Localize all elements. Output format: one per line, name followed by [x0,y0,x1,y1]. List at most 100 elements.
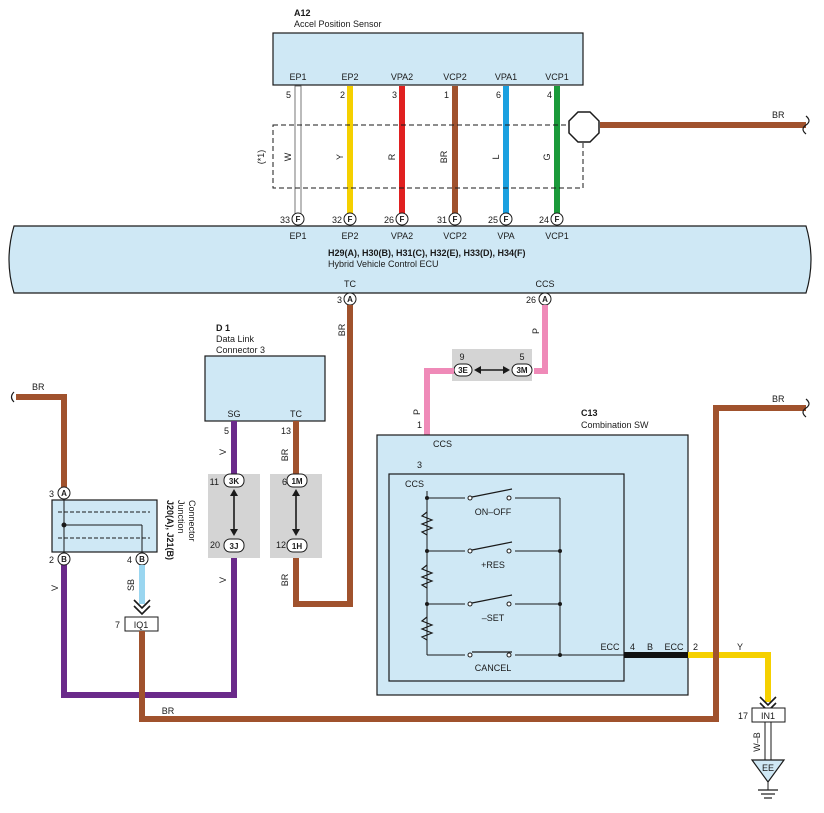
switch-contacts [425,488,562,659]
sensor-pin-number: 3 [392,90,397,100]
combination-sw-ccs-label: CCS [433,439,452,449]
ecu-name: Hybrid Vehicle Control ECU [328,259,439,269]
arrow-down-icon [230,529,238,536]
sensor-pin-label: VCP2 [443,72,467,82]
svg-text:TC: TC [290,409,302,419]
svg-text:5: 5 [519,352,524,362]
svg-text:V: V [218,449,228,455]
svg-text:3M: 3M [516,366,527,375]
dlc-code: D 1 [216,323,230,333]
svg-text:A: A [542,295,548,304]
svg-text:1H: 1H [292,542,302,551]
dlc-box [204,355,326,422]
sensor-box [272,32,584,86]
junction-name-1: Junction [176,500,186,534]
svg-text:VCP2: VCP2 [443,231,467,241]
junction-name-2: Connector [187,500,197,542]
svg-text:2: 2 [693,642,698,652]
svg-text:V: V [50,585,60,591]
svg-text:VCP1: VCP1 [545,231,569,241]
arrow-right-icon [503,366,510,374]
switch-label: ON–OFF [475,507,512,517]
svg-text:3: 3 [417,460,422,470]
svg-text:1M: 1M [291,477,302,486]
sensor-pin-number: 2 [340,90,345,100]
svg-text:F: F [555,215,560,224]
svg-text:Y: Y [737,642,743,652]
wire-code: BR [439,150,449,163]
svg-text:2: 2 [49,555,54,565]
sensor-pin-label: VPA1 [495,72,517,82]
svg-text:P: P [531,328,541,334]
svg-text:3: 3 [49,489,54,499]
sensor-code: A12 [294,8,311,18]
bottom-br-wire [139,405,806,722]
ground-wire [764,721,772,761]
svg-text:F: F [504,215,509,224]
svg-text:6: 6 [282,477,287,487]
arrow-up-icon [292,489,300,496]
svg-text:EP1: EP1 [289,231,306,241]
svg-text:13: 13 [281,426,291,436]
wire-break-icon [802,115,810,135]
svg-text:24: 24 [539,215,549,225]
svg-text:W–B: W–B [752,732,762,752]
sensor-wires [294,85,560,215]
svg-text:12: 12 [276,540,286,550]
sg-ground-wire [61,558,237,698]
svg-text:BR: BR [32,382,45,392]
svg-text:32: 32 [332,215,342,225]
combination-sw-name: Combination SW [581,420,649,430]
svg-text:BR: BR [772,394,785,404]
ecu-connectors: H29(A), H30(B), H31(C), H32(E), H33(D), … [328,248,526,258]
svg-text:SG: SG [227,409,240,419]
shield-note: (*1) [256,150,266,165]
svg-text:BR: BR [337,323,347,336]
tc-wire [293,305,353,607]
shield-box [272,124,584,189]
svg-text:31: 31 [437,215,447,225]
sensor-pin-numbers: 5 2 3 1 6 4 [286,90,552,100]
switch-label: –SET [482,613,505,623]
svg-text:IN1: IN1 [761,711,775,721]
ccs-wire-upper [534,305,548,374]
ecu-f-connectors: F F F F F F 33 32 26 31 25 24 [280,212,564,226]
switch-label: CANCEL [475,663,512,673]
ecc-inner-label: ECC [600,642,620,652]
ecc-outer-label: ECC [664,642,684,652]
svg-text:A: A [61,489,67,498]
svg-text:3K: 3K [229,477,239,486]
svg-text:20: 20 [210,540,220,550]
svg-text:1: 1 [417,420,422,430]
combination-sw-inner [388,473,625,682]
dlc-name-1: Data Link [216,334,255,344]
sensor-pin-label: VPA2 [391,72,413,82]
sensor-pin-label: VCP1 [545,72,569,82]
wire-break-icon [10,391,15,403]
svg-text:BR: BR [280,448,290,461]
svg-text:5: 5 [224,426,229,436]
arrow-left-icon [474,366,481,374]
ecu-ccs-label: CCS [535,279,554,289]
junction-box [51,499,158,553]
svg-text:26: 26 [384,215,394,225]
wire-code: W [283,152,293,161]
svg-text:3E: 3E [458,366,468,375]
ground-point-icon [750,759,786,784]
svg-text:EE: EE [762,763,774,773]
sensor-pin-number: 4 [547,90,552,100]
wire-code: Y [335,154,345,160]
svg-text:P: P [412,409,422,415]
chevron-down-icon [133,599,151,610]
svg-text:9: 9 [459,352,464,362]
ecu-band [8,225,812,294]
svg-text:F: F [453,215,458,224]
ecc-out-wire [688,652,771,702]
sensor-pin-number: 6 [496,90,501,100]
svg-text:26: 26 [526,295,536,305]
svg-text:F: F [348,215,353,224]
svg-text:BR: BR [280,573,290,586]
svg-text:VPA: VPA [497,231,514,241]
sensor-name: Accel Position Sensor [294,19,382,29]
